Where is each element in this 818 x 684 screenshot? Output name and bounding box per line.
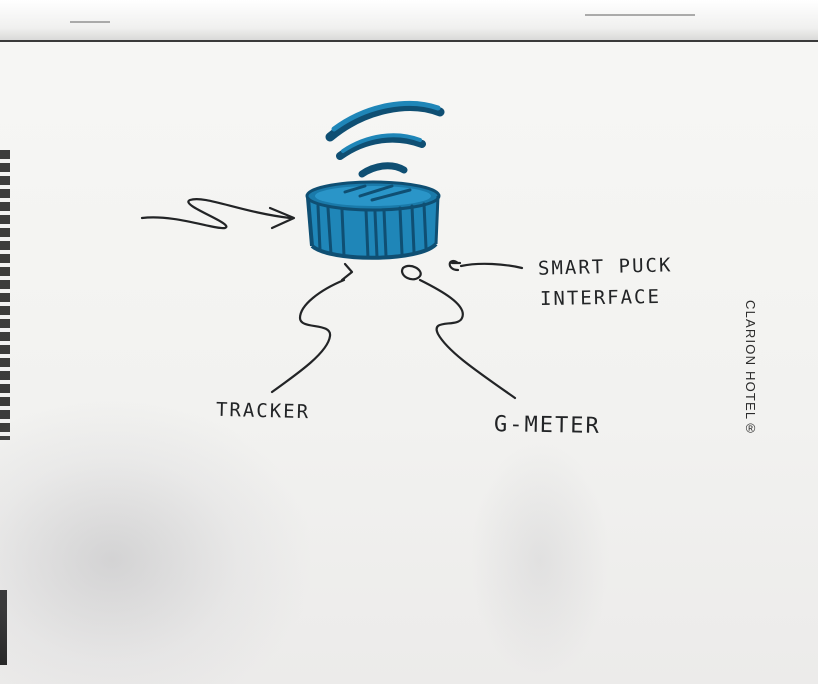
input-cable-arrow xyxy=(142,199,294,228)
interface-label: INTERFACE xyxy=(540,286,661,310)
smart-puck-label: SMART PUCK xyxy=(538,254,673,280)
hotel-brand-logo: CLARION HOTEL® xyxy=(728,300,758,460)
g-meter-cable xyxy=(402,266,515,398)
g-meter-label: G-METER xyxy=(494,412,601,439)
smart-puck-device xyxy=(307,182,439,258)
wireless-signal-icon xyxy=(330,103,440,174)
tracker-cable xyxy=(272,264,352,392)
tracker-label: TRACKER xyxy=(216,399,311,423)
smart-puck-interface-connector xyxy=(450,261,522,270)
